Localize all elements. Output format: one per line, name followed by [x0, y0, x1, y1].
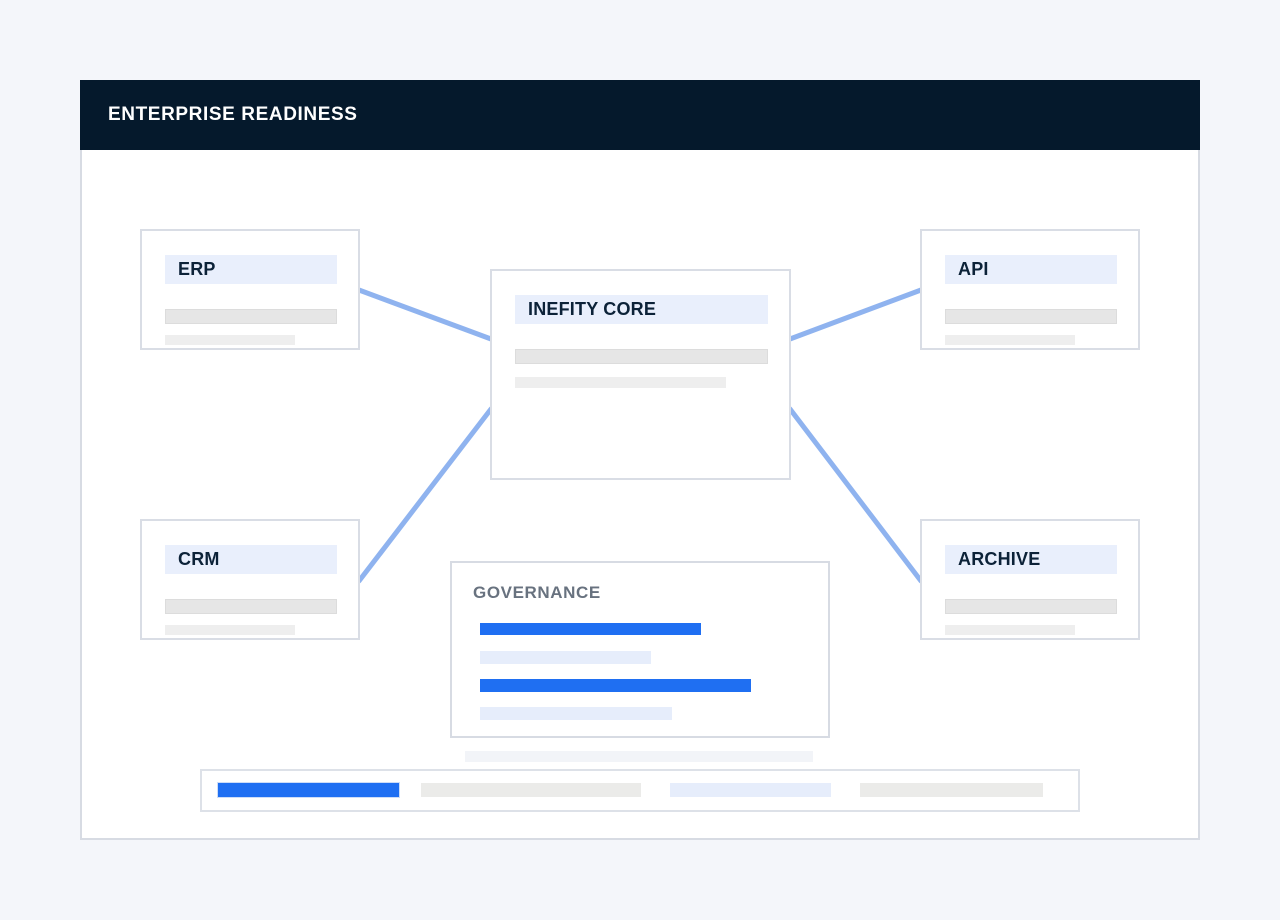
node-erp: ERP: [140, 229, 360, 350]
node-archive-title: ARCHIVE: [945, 545, 1117, 574]
legend-segment-blue: [217, 782, 400, 798]
connector-erp-core: [356, 287, 494, 342]
governance-bar-blue: [480, 679, 751, 692]
legend-segment-light-blue: [670, 783, 831, 797]
placeholder-bar: [165, 599, 337, 614]
node-api-title: API: [945, 255, 1117, 284]
placeholder-bar: [165, 625, 295, 635]
placeholder-bar: [945, 309, 1117, 324]
node-inefity-core: INEFITY CORE: [490, 269, 791, 480]
connector-archive-core: [787, 406, 924, 584]
governance-bar-light: [480, 707, 672, 720]
legend-segment-gray: [860, 783, 1043, 797]
governance-bar-light: [480, 651, 651, 664]
node-erp-title: ERP: [165, 255, 337, 284]
placeholder-bar: [515, 377, 726, 388]
node-crm-title: CRM: [165, 545, 337, 574]
placeholder-bar: [945, 599, 1117, 614]
node-inefity-core-title: INEFITY CORE: [515, 295, 768, 324]
page-title: ENTERPRISE READINESS: [108, 104, 358, 125]
governance-card: GOVERNANCE: [450, 561, 830, 738]
placeholder-bar: [945, 335, 1075, 345]
connector-crm-core: [356, 406, 494, 584]
placeholder-bar: [165, 309, 337, 324]
governance-title: GOVERNANCE: [473, 583, 601, 602]
connector-api-core: [787, 287, 924, 342]
node-api: API: [920, 229, 1140, 350]
bottom-legend-bar: [200, 769, 1080, 812]
node-crm: CRM: [140, 519, 360, 640]
placeholder-bar: [515, 349, 768, 364]
placeholder-bar: [165, 335, 295, 345]
governance-bar-blue: [480, 623, 701, 635]
faint-placeholder-strip: [465, 751, 813, 762]
node-archive: ARCHIVE: [920, 519, 1140, 640]
legend-segment-gray: [421, 783, 641, 797]
placeholder-bar: [945, 625, 1075, 635]
diagram-header: ENTERPRISE READINESS: [80, 80, 1200, 150]
